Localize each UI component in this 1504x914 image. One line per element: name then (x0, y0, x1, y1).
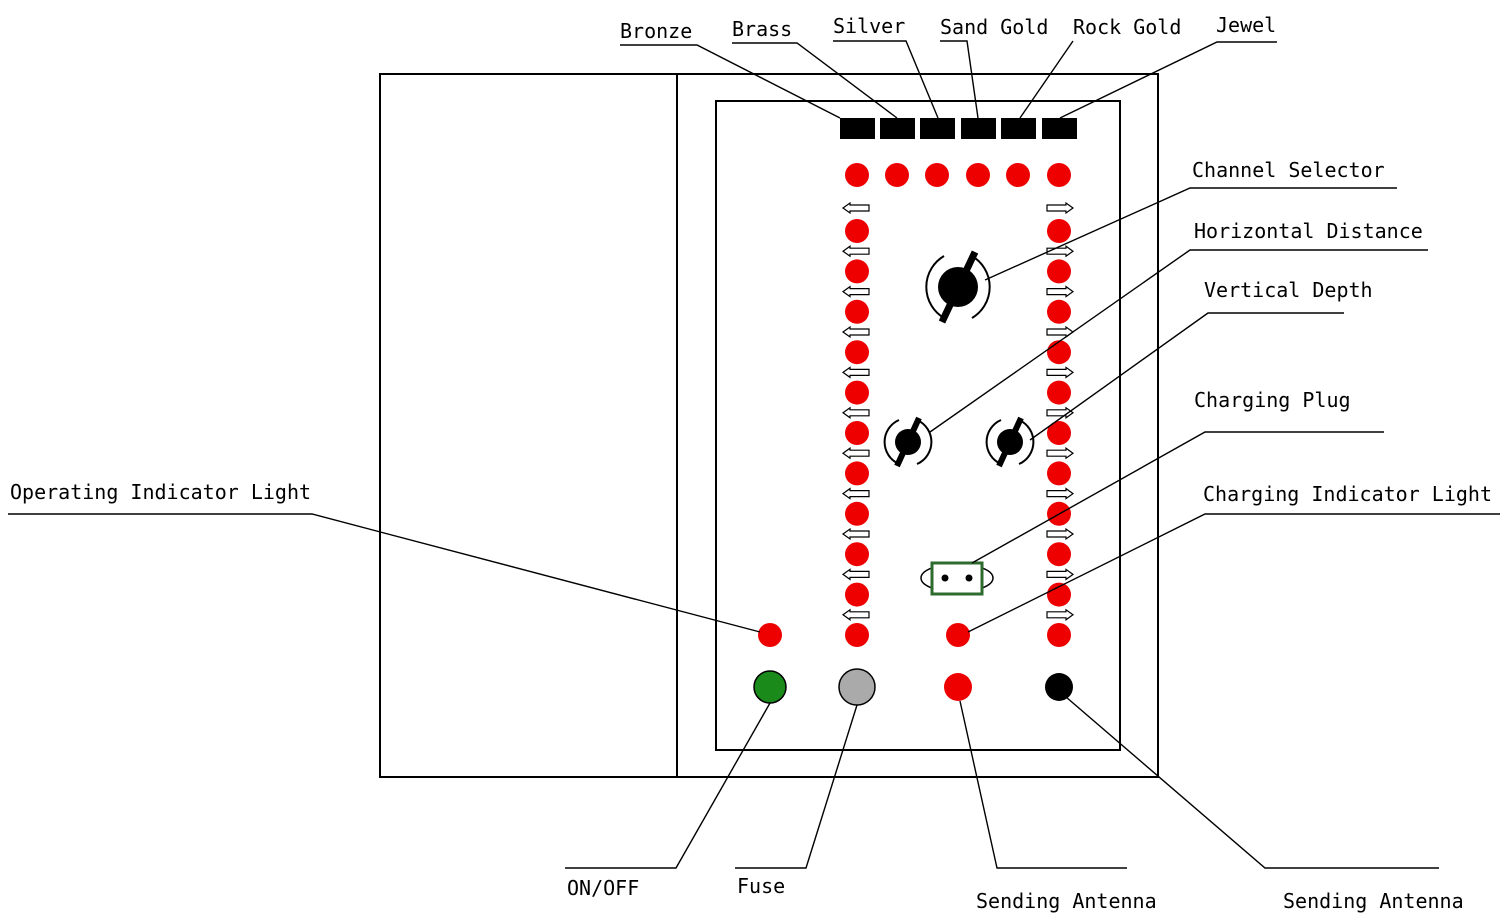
charging-plug[interactable] (920, 561, 994, 596)
label-rock-gold: Rock Gold (1073, 15, 1181, 39)
left-arrow-icon (841, 406, 870, 419)
led-light (1047, 623, 1071, 647)
led-light (1047, 219, 1071, 243)
left-arrow-icon (841, 285, 870, 298)
label-bronze: Bronze (620, 19, 692, 43)
led-light (845, 501, 869, 526)
on-off-button[interactable] (753, 670, 787, 704)
left-arrow-icon (841, 245, 870, 258)
label-jewel: Jewel (1216, 13, 1276, 37)
label-vertical-depth: Vertical Depth (1204, 278, 1373, 302)
vertical-depth-knob[interactable] (985, 416, 1035, 468)
channel-selector-knob[interactable] (925, 250, 991, 324)
right-arrow-icon (1046, 568, 1075, 581)
right-arrow-icon (1046, 245, 1075, 258)
label-sending-antenna-1: Sending Antenna (976, 889, 1157, 913)
right-arrow-icon (1046, 527, 1075, 541)
label-charging-indicator-light: Charging Indicator Light (1203, 482, 1492, 506)
led-light (966, 163, 990, 187)
led-light (885, 163, 909, 187)
right-arrow-icon (1046, 487, 1075, 500)
fuse-holder[interactable] (838, 668, 876, 706)
right-arrow-icon (1046, 366, 1075, 379)
silver-indicator (920, 118, 955, 139)
right-arrow-icon (1046, 201, 1075, 215)
led-light (925, 163, 949, 187)
left-arrow-icon (841, 487, 870, 500)
led-light (1047, 259, 1071, 284)
led-light (845, 299, 869, 324)
led-light (845, 340, 869, 365)
sending-antenna-red-jack[interactable] (944, 673, 972, 701)
right-arrow-icon (1046, 285, 1075, 298)
led-light (845, 259, 869, 284)
led-light (1047, 340, 1071, 365)
led-light (845, 163, 869, 187)
label-silver: Silver (833, 14, 905, 38)
jewel-indicator (1042, 118, 1077, 139)
led-light (1006, 163, 1030, 187)
label-sand-gold: Sand Gold (940, 15, 1048, 39)
right-arrow-icon (1046, 608, 1075, 621)
brass-indicator (880, 118, 915, 139)
right-arrow-icon (1046, 325, 1075, 339)
led-light (1047, 163, 1071, 187)
led-light (845, 219, 869, 243)
operating-indicator-light (758, 623, 782, 647)
led-light (845, 461, 869, 486)
led-light (1047, 542, 1071, 567)
charging-indicator-light (946, 623, 970, 647)
label-horizontal-distance: Horizontal Distance (1194, 219, 1423, 243)
metal-type-indicators (840, 118, 1077, 139)
led-light (845, 582, 869, 607)
right-led-column (1046, 201, 1075, 647)
horizontal-distance-knob[interactable] (883, 416, 933, 468)
label-on-off: ON/OFF (567, 876, 639, 900)
left-arrow-icon (841, 447, 870, 460)
led-light (845, 542, 869, 567)
label-charging-plug: Charging Plug (1194, 388, 1351, 412)
sand-gold-indicator (961, 118, 996, 139)
label-brass: Brass (732, 17, 792, 41)
left-arrow-icon (841, 568, 870, 581)
rock-gold-indicator (1001, 118, 1036, 139)
right-arrow-icon (1046, 447, 1075, 460)
led-light (1047, 299, 1071, 324)
left-led-column (841, 201, 870, 647)
left-arrow-icon (841, 366, 870, 379)
led-light (1047, 380, 1071, 405)
led-light (845, 623, 869, 647)
bronze-indicator (840, 118, 875, 139)
label-operating-indicator-light: Operating Indicator Light (10, 480, 311, 504)
right-arrow-icon (1046, 406, 1075, 419)
label-fuse: Fuse (737, 874, 785, 898)
led-light (1047, 421, 1071, 445)
left-arrow-icon (841, 325, 870, 339)
led-light (1047, 582, 1071, 607)
label-sending-antenna-2: Sending Antenna (1283, 889, 1464, 913)
leader-lines (8, 40, 1500, 869)
label-channel-selector: Channel Selector (1192, 158, 1385, 182)
left-arrow-icon (841, 608, 870, 621)
top-led-row (845, 163, 1071, 187)
led-light (845, 421, 869, 445)
left-arrow-icon (841, 201, 870, 215)
led-light (845, 380, 869, 405)
led-light (1047, 461, 1071, 486)
sending-antenna-black-jack[interactable] (1045, 673, 1073, 701)
left-arrow-icon (841, 527, 870, 541)
